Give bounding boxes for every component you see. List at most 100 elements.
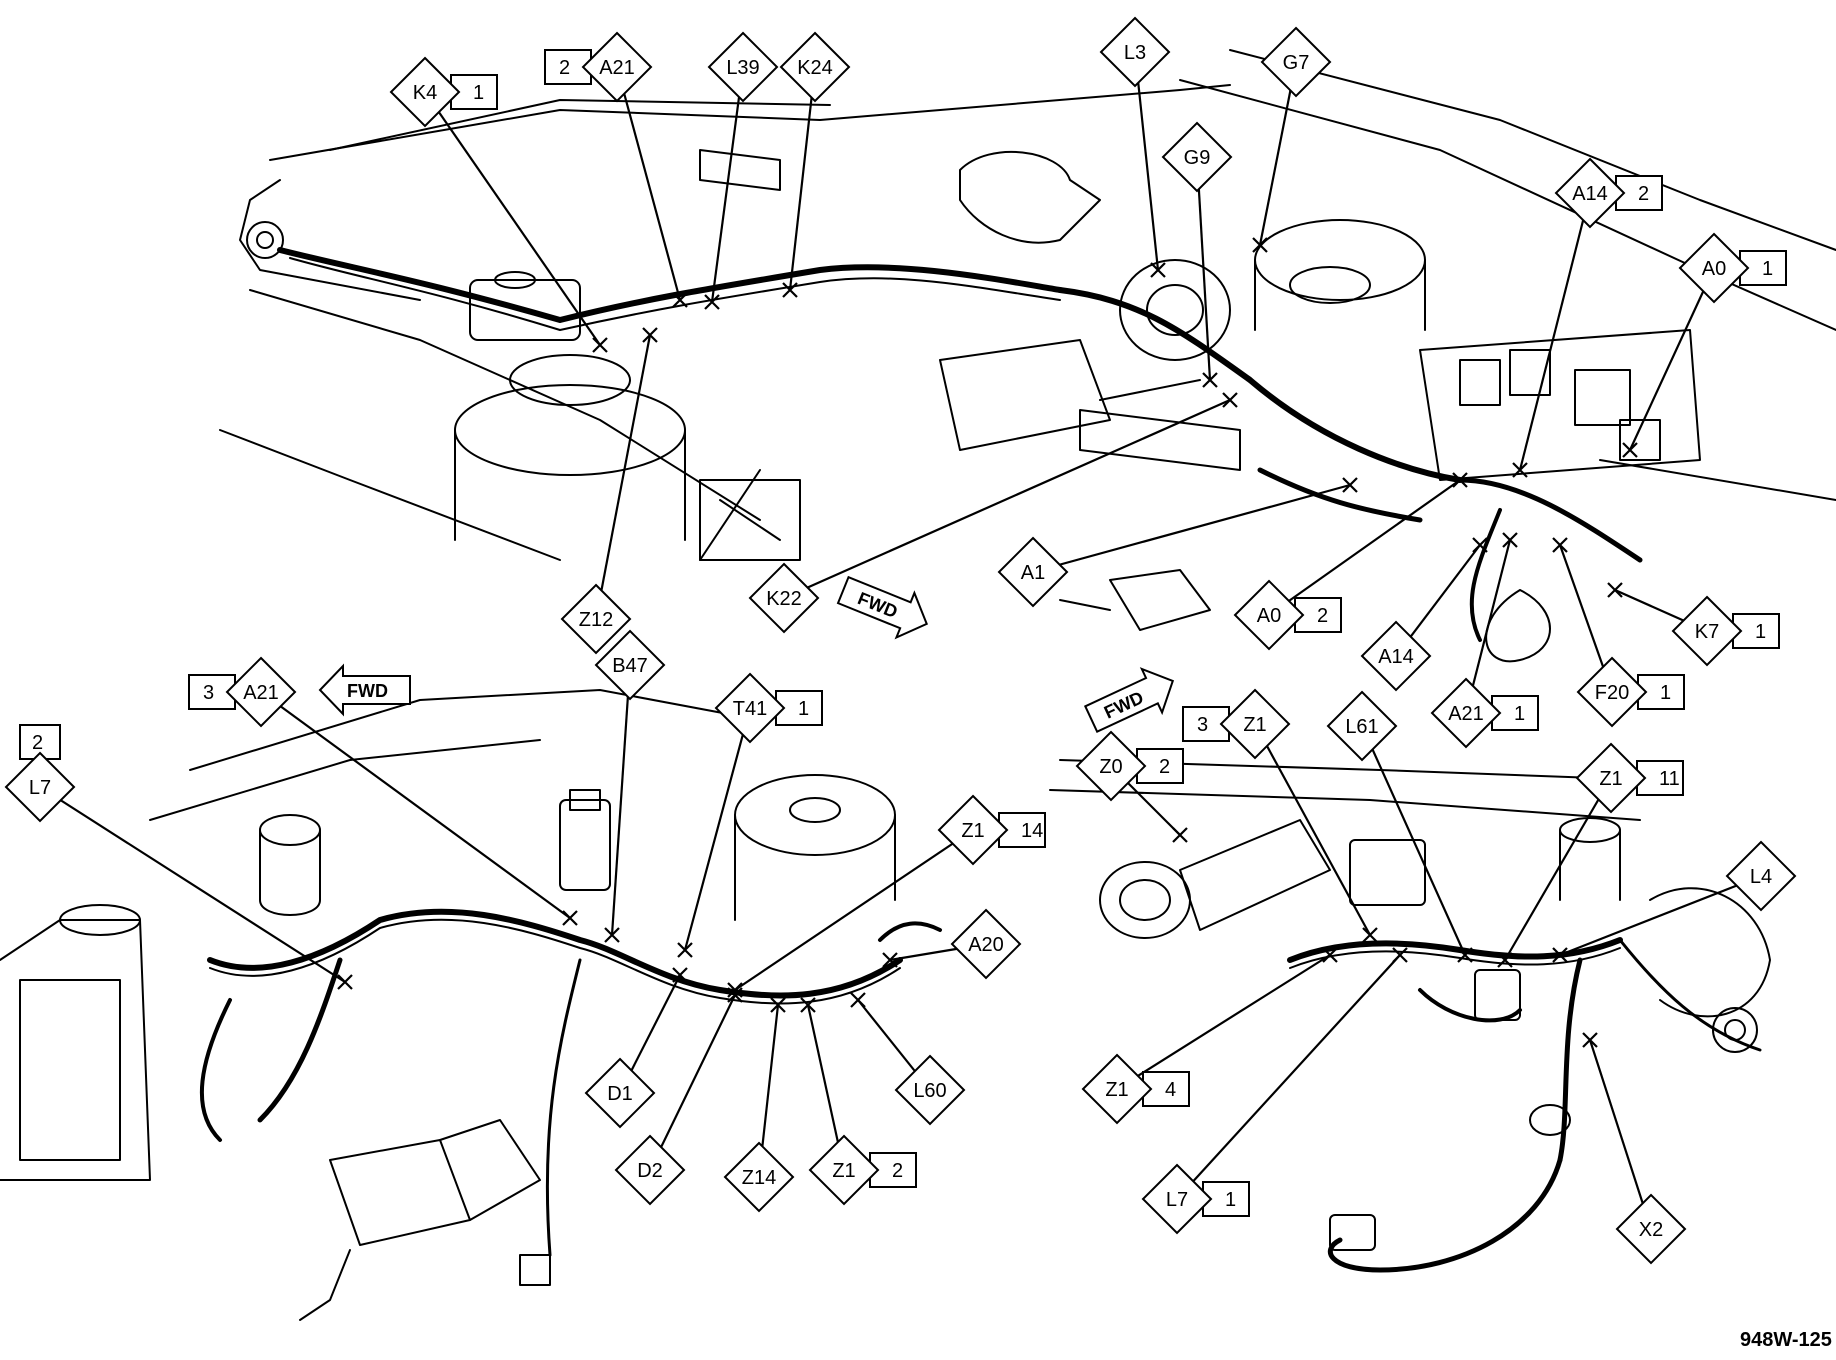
fwd-arrow-top: FWD — [836, 575, 929, 640]
callout-a14-2: 2 A14 — [1554, 157, 1663, 229]
splice-mark-l7-1 — [1392, 947, 1408, 963]
splice-mark-z0-2 — [1172, 827, 1188, 843]
callout-code: A1 — [1021, 562, 1045, 584]
callout-code: A14 — [1572, 183, 1608, 205]
callout-number: 2 — [1638, 183, 1649, 205]
callout-code: G7 — [1283, 52, 1310, 74]
callout-code: L61 — [1345, 716, 1378, 738]
splice-mark-a20 — [882, 952, 898, 968]
splice-mark-a0-1 — [1622, 442, 1638, 458]
leader-b47 — [610, 664, 632, 936]
splice-mark-a0-2 — [1452, 472, 1468, 488]
callout-code: B47 — [612, 655, 648, 677]
callout-number: 11 — [1659, 768, 1680, 790]
callout-a1: A1 — [997, 536, 1069, 608]
callout-diamond — [614, 1134, 686, 1206]
leader-z1-14 — [734, 829, 974, 991]
leader-z12 — [594, 334, 652, 620]
splice-mark-a21-3 — [562, 910, 578, 926]
callout-diamond — [594, 629, 666, 701]
splice-mark-z1-11 — [1497, 952, 1513, 968]
leader-z1-4 — [1116, 954, 1331, 1090]
callout-z1-2: 2 Z1 — [808, 1134, 917, 1206]
callout-code: K24 — [797, 57, 833, 79]
callout-x2: X2 — [1615, 1193, 1687, 1265]
callout-z12: Z12 — [560, 583, 632, 655]
callout-diamond — [1233, 579, 1305, 651]
leader-k22 — [783, 398, 1231, 600]
callout-code: D1 — [607, 1083, 633, 1105]
callout-diamond — [1360, 620, 1432, 692]
fwd-arrow-right: FWD — [1083, 667, 1175, 734]
callout-number: 2 — [892, 1160, 903, 1182]
callout-number: 2 — [559, 57, 570, 79]
leader-z1-3 — [1254, 723, 1371, 936]
callout-code: L39 — [726, 57, 759, 79]
callout-code: A0 — [1702, 258, 1726, 280]
callout-code: A14 — [1378, 646, 1414, 668]
callout-number: 3 — [1197, 714, 1208, 736]
callout-l7-2: 2L7 — [4, 724, 76, 823]
callout-code: L7 — [29, 777, 51, 799]
callout-code: L60 — [913, 1080, 946, 1102]
callout-g7: G7 — [1260, 26, 1332, 98]
leader-l3 — [1133, 51, 1160, 271]
callout-code: L4 — [1750, 866, 1772, 888]
bottom-left-fender-illustration — [0, 689, 942, 1321]
callout-code: D2 — [637, 1160, 663, 1182]
callout-l3: L3 — [1099, 16, 1171, 88]
callout-code: L3 — [1124, 42, 1146, 64]
callout-diamond — [1678, 232, 1750, 304]
callout-number: 1 — [1225, 1189, 1236, 1211]
callout-number: 1 — [1514, 703, 1525, 725]
callout-l7-1: 1L7 — [1141, 1163, 1250, 1235]
callout-code: Z1 — [1243, 714, 1266, 736]
leader-a0-2 — [1268, 479, 1461, 616]
leader-a21-1 — [1464, 539, 1512, 714]
leader-a1 — [1032, 483, 1351, 574]
callout-code: T41 — [733, 698, 767, 720]
splice-mark-a21-2-top — [672, 292, 688, 308]
callout-d2: D2 — [614, 1134, 686, 1206]
top-engine-compartment-illustration — [219, 49, 1836, 663]
splice-mark-z1-2 — [800, 997, 816, 1013]
callout-diamond — [714, 672, 786, 744]
callout-diamond — [894, 1054, 966, 1126]
callout-number: 2 — [32, 732, 43, 754]
callout-code: X2 — [1639, 1219, 1663, 1241]
leader-l61 — [1360, 725, 1467, 956]
callout-code: F20 — [1595, 682, 1629, 704]
splice-mark-g7 — [1252, 237, 1268, 253]
splice-mark-a1 — [1342, 477, 1358, 493]
splice-mark-k7-1 — [1607, 582, 1623, 598]
splice-mark-z1-3 — [1362, 927, 1378, 943]
callout-diamond — [723, 1141, 795, 1213]
leader-k24 — [788, 66, 817, 291]
splice-mark-k22 — [1222, 392, 1238, 408]
callout-diamond — [950, 908, 1022, 980]
callout-diamond — [581, 31, 653, 103]
callout-code: Z1 — [961, 820, 984, 842]
callout-diamond — [707, 31, 779, 103]
callout-diamond — [1576, 656, 1648, 728]
callout-code: A21 — [599, 57, 635, 79]
leader-a21-3 — [260, 691, 571, 919]
callout-a20: A20 — [950, 908, 1022, 980]
callout-diamond — [808, 1134, 880, 1206]
callout-k24: K24 — [779, 31, 851, 103]
callout-diamond — [1430, 677, 1502, 749]
callout-number: 2 — [1317, 605, 1328, 627]
callout-number: 2 — [1159, 756, 1170, 778]
leader-a14-2 — [1518, 192, 1592, 471]
callout-diamond — [560, 583, 632, 655]
callout-code: Z1 — [832, 1160, 855, 1182]
callout-diamond — [997, 536, 1069, 608]
splice-mark-b47 — [604, 927, 620, 943]
splice-mark-l61 — [1457, 947, 1473, 963]
splice-mark-l4 — [1552, 947, 1568, 963]
